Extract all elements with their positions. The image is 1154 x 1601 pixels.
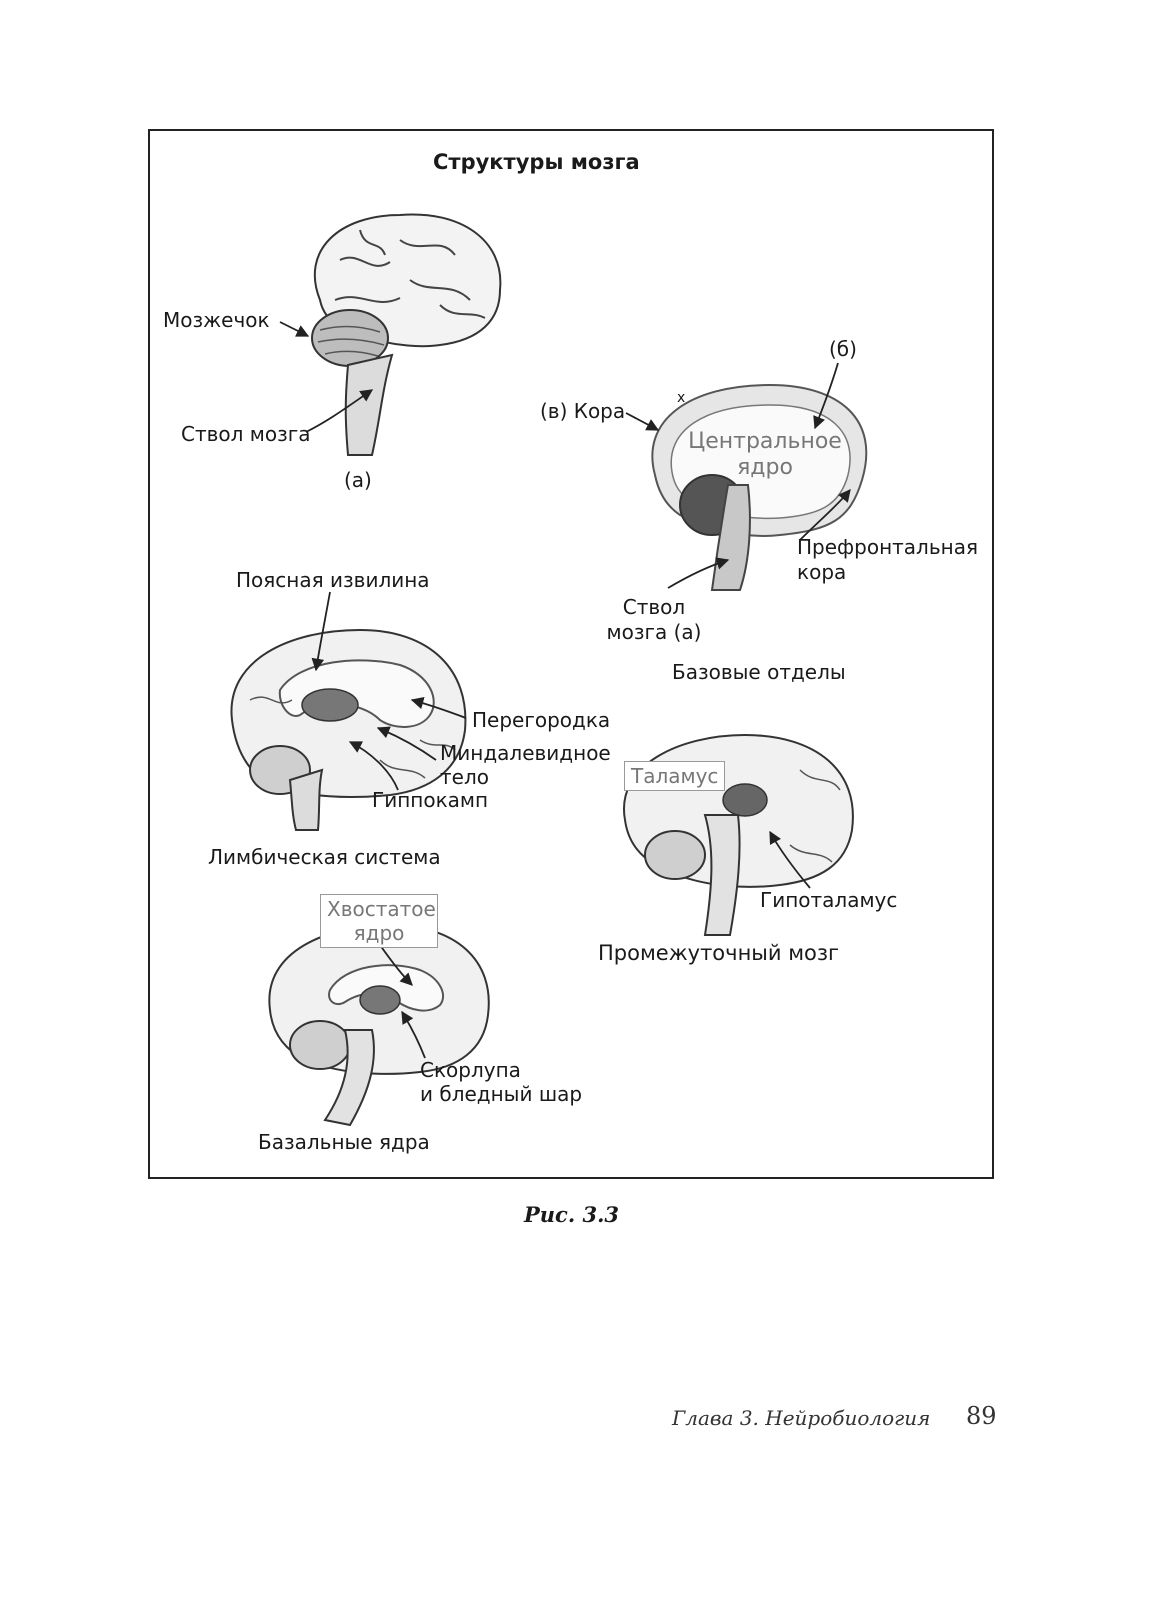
label-base-brainstem-line2: мозга (а) [606, 620, 702, 644]
label-hippocampus: Гиппокамп [372, 788, 489, 812]
brain-limbic-drawing [230, 628, 467, 831]
label-prefrontal-line1: Префронтальная [797, 535, 978, 559]
label-thalamus: Таламус [624, 761, 726, 791]
label-prefrontal-line2: кора [797, 560, 847, 584]
page-number: 89 [966, 1402, 997, 1430]
caption-base-divisions: Базовые отделы [672, 660, 846, 684]
label-panel-a-tag: (а) [344, 468, 372, 492]
caption-limbic-system: Лимбическая система [208, 845, 441, 869]
running-footer: Глава 3. Нейробиология [672, 1406, 931, 1430]
brain-whole-drawing [311, 213, 502, 456]
label-cortex: (в) Кора [540, 399, 626, 423]
label-brainstem: Ствол мозга [181, 422, 311, 446]
label-cerebellum: Мозжечок [163, 308, 270, 332]
caption-diencephalon: Промежуточный мозг [598, 941, 840, 965]
label-base-brainstem-line1: Ствол [622, 595, 686, 619]
label-tag-b: (б) [829, 337, 857, 361]
label-central-core-line1: Центральное [688, 429, 842, 454]
label-caudate-nucleus: Хвостатое ядро [320, 894, 438, 948]
label-caudate-line2: ядро [353, 921, 405, 945]
brain-basal-drawing [268, 923, 490, 1127]
caption-basal-nuclei: Базальные ядра [258, 1130, 430, 1154]
label-mark-x: x [677, 390, 686, 406]
figure-caption: Рис. 3.3 [524, 1202, 620, 1227]
figure-frame [148, 129, 994, 1179]
label-caudate-line1: Хвостатое [327, 897, 436, 921]
label-amygdala-line2: тело [440, 765, 489, 789]
label-amygdala-line1: Миндалевидное [440, 741, 611, 765]
label-hypothalamus: Гипоталамус [760, 888, 898, 912]
label-septum: Перегородка [472, 708, 611, 732]
figure-title: Структуры мозга [433, 150, 640, 174]
label-putamen-line2: и бледный шар [420, 1082, 583, 1106]
label-cingulate-gyrus: Поясная извилина [236, 568, 430, 592]
label-putamen-line1: Скорлупа [420, 1058, 521, 1082]
label-central-core-line2: ядро [737, 455, 793, 480]
